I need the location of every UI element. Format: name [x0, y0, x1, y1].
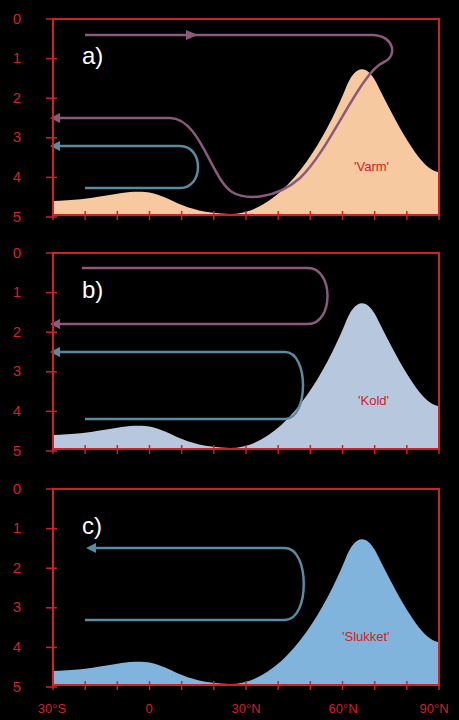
- latitude-label: 30°S: [38, 702, 66, 715]
- depth-number: 1: [13, 284, 21, 299]
- ocean-panel: b) 'Kold': [52, 252, 440, 450]
- depth-number: 3: [13, 599, 21, 614]
- depth-number: 3: [13, 129, 21, 144]
- sea-floor: [52, 69, 438, 214]
- depth-number: 2: [13, 560, 21, 575]
- depth-number: 2: [13, 324, 21, 339]
- depth-number: 1: [13, 50, 21, 65]
- sea-floor: [52, 539, 438, 684]
- deep-overturning-arrow: [58, 352, 303, 419]
- depth-number: 1: [13, 520, 21, 535]
- depth-number: 5: [13, 679, 21, 694]
- tick: [46, 216, 57, 218]
- depth-number: 4: [13, 169, 21, 184]
- panel-letter: a): [82, 44, 103, 68]
- depth-number: 0: [13, 481, 21, 496]
- deep-overturning-arrow: [85, 548, 304, 620]
- depth-number: 3: [13, 363, 21, 378]
- state-label: 'Kold': [358, 394, 389, 407]
- ocean-panel: c) 'Slukket': [52, 488, 440, 686]
- depth-number: 0: [13, 245, 21, 260]
- depth-number: 4: [13, 639, 21, 654]
- cold-overturning-arrow: [58, 268, 328, 324]
- tick: [46, 450, 57, 452]
- depth-number: 4: [13, 403, 21, 418]
- depth-number: 5: [13, 443, 21, 458]
- depth-number: 2: [13, 90, 21, 105]
- state-label: 'Varm': [354, 160, 389, 173]
- latitude-label: 60°N: [328, 702, 357, 715]
- state-label: 'Slukket': [342, 630, 390, 643]
- depth-number: 5: [13, 209, 21, 224]
- warm-overturning-arrow: [58, 35, 392, 197]
- tick: [46, 686, 57, 688]
- panel-letter: c): [82, 514, 102, 538]
- latitude-label: 30°N: [231, 702, 260, 715]
- deep-overturning-arrow: [58, 146, 198, 188]
- latitude-label: 90°N: [419, 702, 448, 715]
- depth-number: 0: [13, 11, 21, 26]
- flow-arrowhead: [186, 30, 198, 40]
- ocean-panel: a) 'Varm': [52, 18, 440, 216]
- panel-letter: b): [82, 278, 103, 302]
- axis-ticks: [46, 19, 439, 690]
- latitude-label: 0: [145, 702, 152, 715]
